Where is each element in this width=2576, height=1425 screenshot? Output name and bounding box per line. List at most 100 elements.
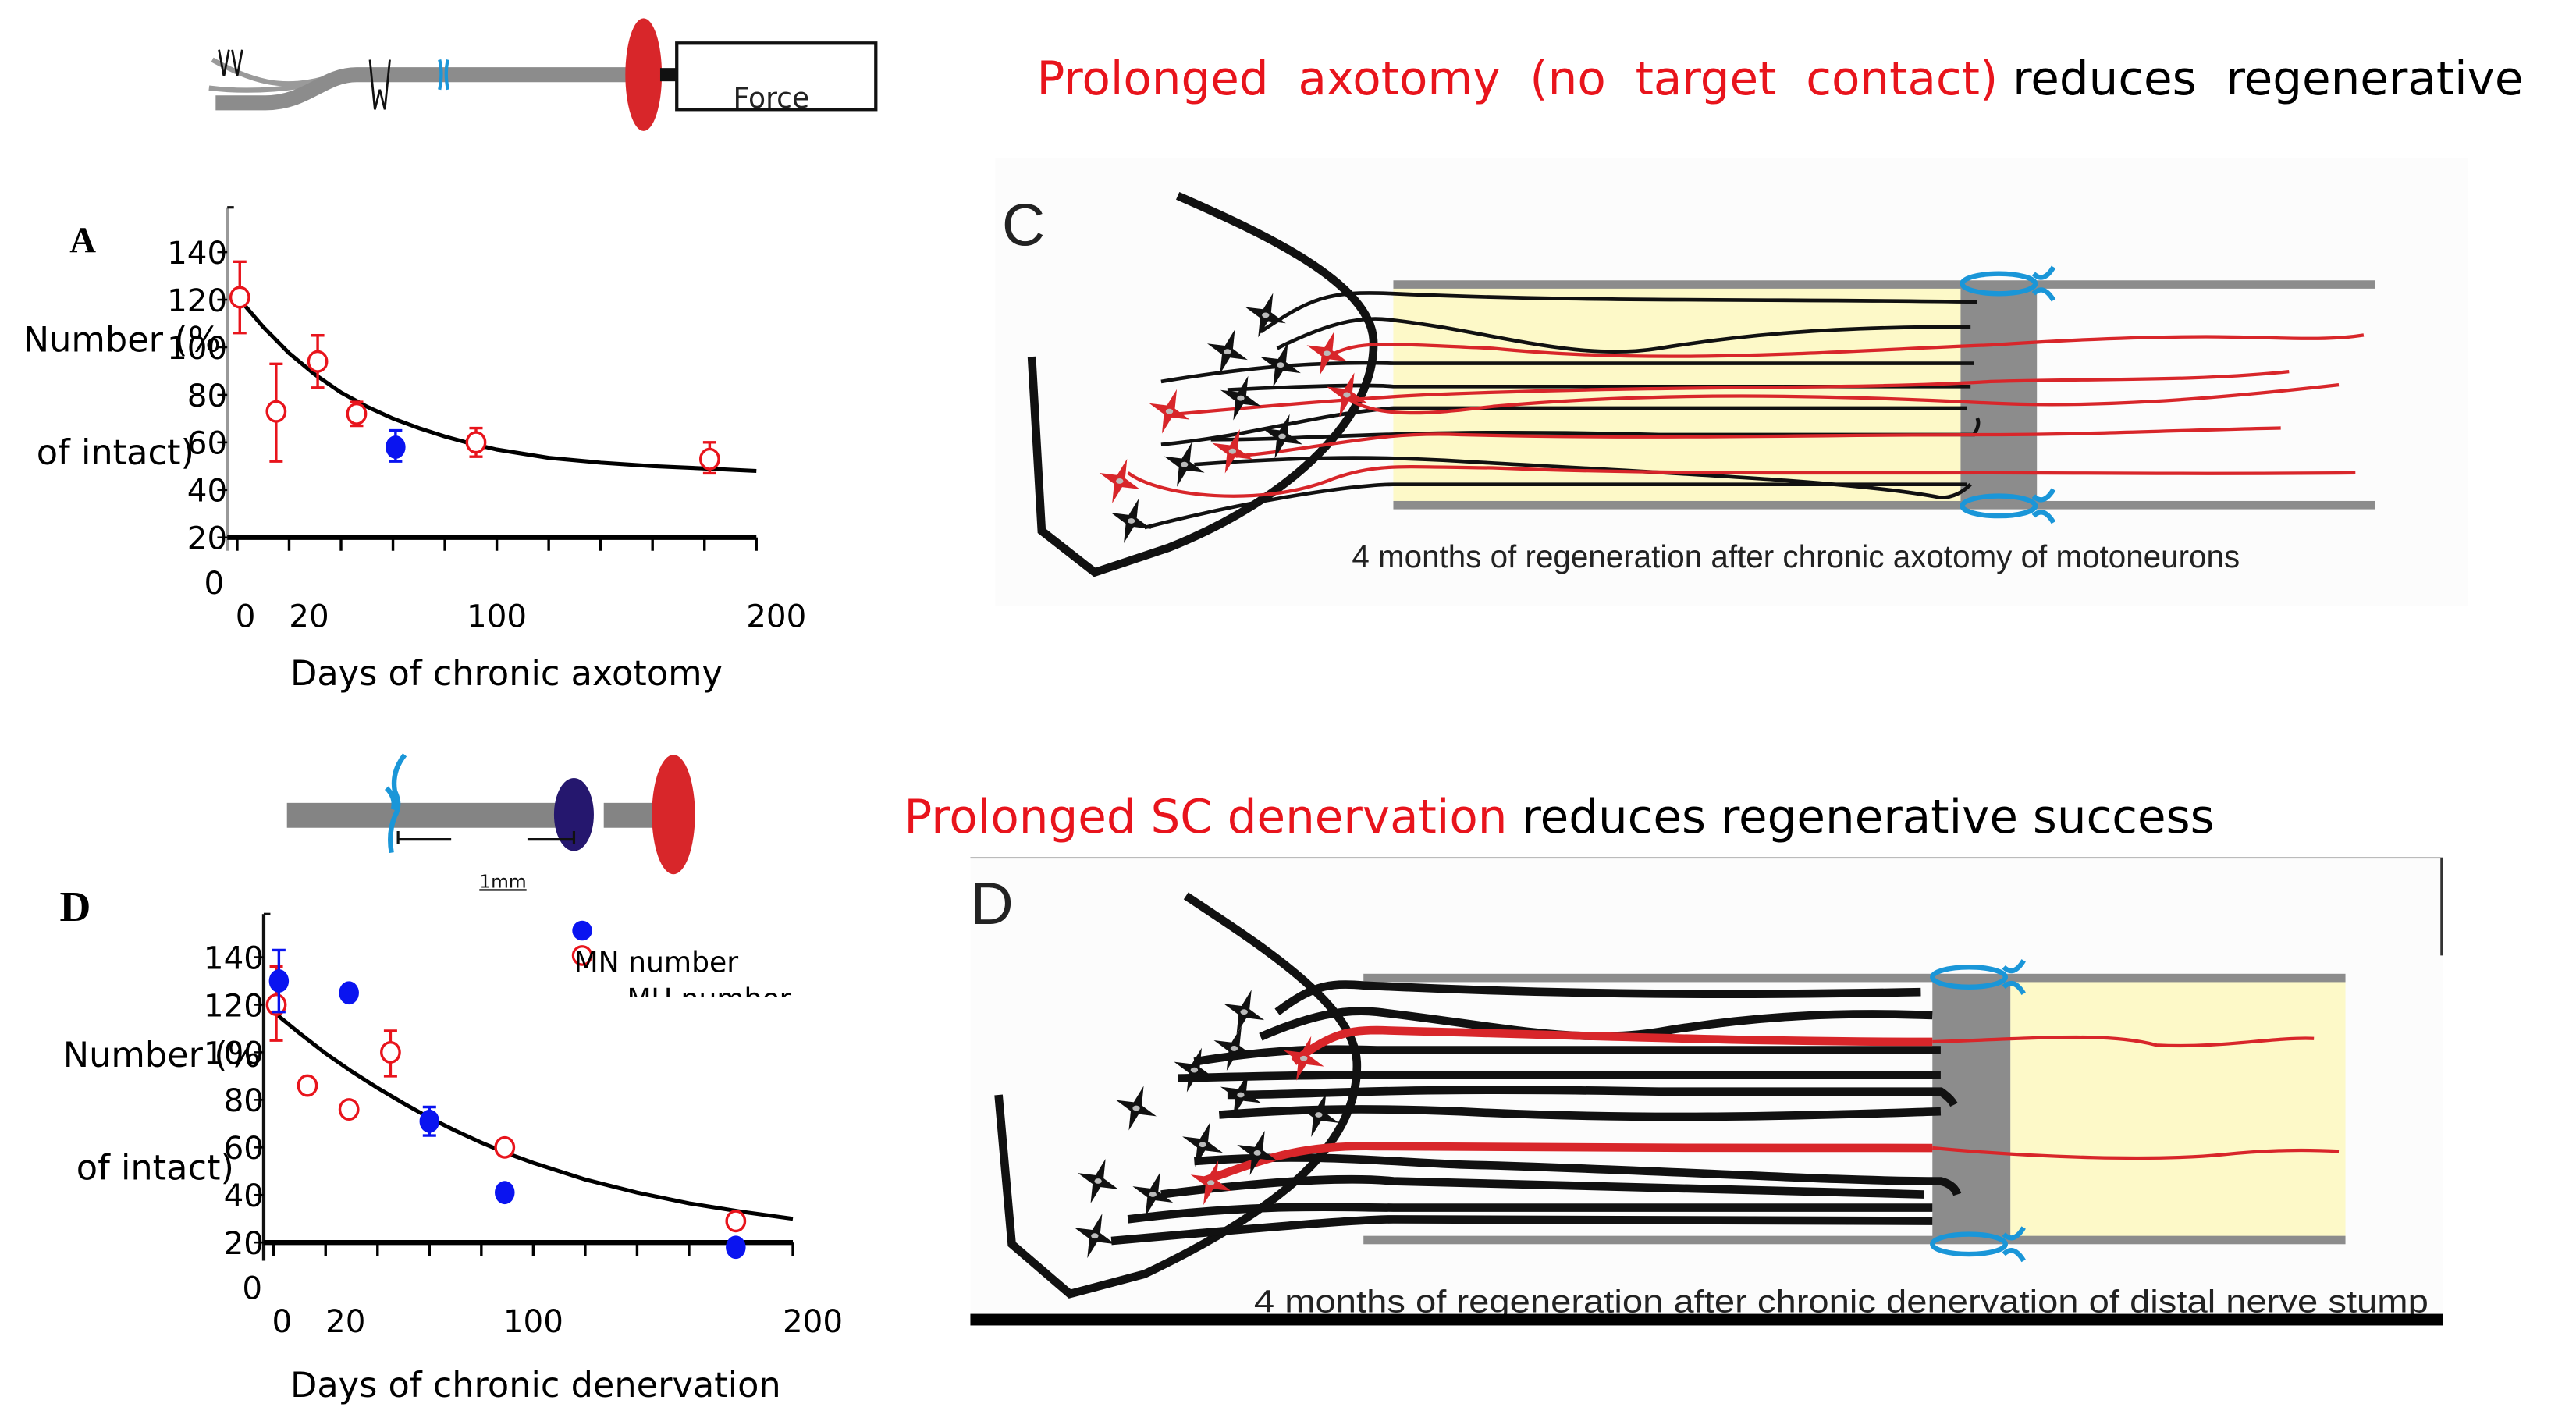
headline-denervation-black: reduces regenerative success xyxy=(1508,791,2215,844)
x-tick-label: 0 xyxy=(272,1303,292,1340)
headline-axotomy-black: reduces regenerative xyxy=(1998,52,2523,106)
nerve-bottom-wall xyxy=(1363,1235,2346,1245)
panel-c-caption: 4 months of regeneration after chronic a… xyxy=(1352,538,2240,574)
y-tick-label: 20 xyxy=(187,521,227,557)
data-point-mn xyxy=(338,1098,360,1121)
y-tick-label: 0 xyxy=(204,565,224,602)
legend-mu-marker xyxy=(572,920,592,941)
data-point-mu xyxy=(268,969,290,993)
scale-bar-label: 1mm xyxy=(479,870,526,892)
chart-d-denervation: D Number (% of intact) Days of chronic d… xyxy=(60,883,844,1405)
chart-d-ylabel-line2: of intact) xyxy=(76,1147,234,1188)
data-point-mu xyxy=(386,435,406,459)
y-tick-label: 60 xyxy=(224,1130,264,1167)
legend-mn-marker xyxy=(571,945,593,966)
neuron-nucleus xyxy=(1323,350,1331,357)
navy-graft-ellipse xyxy=(553,777,594,851)
data-point-mu xyxy=(726,1235,746,1260)
neuron-nucleus xyxy=(1094,1178,1102,1184)
x-tick-label: 100 xyxy=(503,1303,563,1340)
spinal-cord-outline xyxy=(1027,191,1378,577)
neuron-nucleus xyxy=(1228,448,1236,454)
scale-bar xyxy=(396,830,576,844)
motoneurons-c xyxy=(1099,293,1367,543)
y-tick-label: 100 xyxy=(167,330,227,367)
neuron-nucleus xyxy=(1278,433,1286,439)
chart-d-legend: MN number MU number xyxy=(571,920,791,1015)
headline-denervation: Prolonged SC denervation reduces regener… xyxy=(904,791,2214,844)
neuron-nucleus xyxy=(1240,1009,1248,1015)
neuron-nucleus xyxy=(1277,362,1284,368)
distal-stump-yellow-fill xyxy=(2010,979,2346,1239)
chart-a-xlabel: Days of chronic axotomy xyxy=(290,653,723,694)
suture-gray-band-d xyxy=(1932,979,2011,1239)
axons-black-c xyxy=(1144,291,1981,530)
panel-d-diagram: D xyxy=(970,856,2443,1326)
nerve-top-wall xyxy=(1363,973,2346,983)
panel-c-letter: C xyxy=(1002,193,1045,259)
neuron-nucleus xyxy=(1091,1233,1099,1239)
neuron-nucleus xyxy=(1343,392,1351,398)
y-tick-label: 20 xyxy=(224,1225,264,1262)
neuron-nucleus xyxy=(1199,1142,1206,1148)
muscle-red-ellipse xyxy=(625,18,663,131)
neuron-nucleus xyxy=(1237,395,1245,401)
panel-d-bottom-rule xyxy=(970,1313,2443,1326)
y-tick-label: 120 xyxy=(204,987,264,1024)
legend-mn-label: MN number xyxy=(574,946,738,979)
neuron-nucleus xyxy=(1149,1192,1157,1197)
data-point-mn xyxy=(297,1074,318,1097)
y-tick-label: 100 xyxy=(204,1035,264,1071)
data-point-mn xyxy=(380,1040,401,1064)
ligature-icon-2 xyxy=(368,59,391,110)
chart-a-ylabel-line2: of intact) xyxy=(37,432,194,473)
y-tick-label: 40 xyxy=(224,1178,264,1214)
distal-nerve-segment xyxy=(603,802,660,828)
neuron-nucleus xyxy=(1237,1092,1245,1098)
suture-gray-band xyxy=(1960,285,2038,506)
neuron-nucleus xyxy=(1165,408,1174,414)
top-nerve-schematic: Force xyxy=(208,18,878,131)
proximal-nerve-segment xyxy=(286,802,570,828)
headline-denervation-red: Prolonged SC denervation xyxy=(904,791,1507,844)
clamp-bottom-icon xyxy=(1960,488,2056,524)
data-point-mn xyxy=(346,402,368,425)
y-tick-label: 140 xyxy=(204,940,264,976)
ligature-icon xyxy=(218,49,243,77)
axons-red-c xyxy=(1127,333,2365,498)
x-tick-label: 200 xyxy=(746,599,806,635)
chart-d-xlabel: Days of chronic denervation xyxy=(290,1365,781,1405)
neuron-nucleus xyxy=(1132,1105,1140,1111)
data-point-mn xyxy=(265,993,287,1016)
chart-a-axotomy: A Number (% of intact) Days of chronic a… xyxy=(23,206,806,694)
chart-d-panel-letter: D xyxy=(60,883,91,930)
data-point-mn xyxy=(494,1135,516,1159)
muscle-red-ellipse-2 xyxy=(652,755,695,875)
neuron-nucleus xyxy=(1253,1150,1261,1156)
y-tick-label: 40 xyxy=(187,473,227,510)
panel-d-letter: D xyxy=(970,871,1013,937)
data-point-mu xyxy=(339,981,359,1005)
x-tick-label: 100 xyxy=(467,599,527,635)
stimulation-electrode-icon xyxy=(438,59,449,91)
headline-axotomy-red: Prolonged axotomy (no target contact) xyxy=(1036,52,1998,106)
data-point-mn xyxy=(307,350,329,373)
fit-curve xyxy=(238,298,757,474)
data-point-mn xyxy=(265,400,287,423)
clamp-bottom-icon-d xyxy=(1930,1226,2026,1263)
conduit-top-wall xyxy=(1393,280,2375,289)
clamp-top-icon-d xyxy=(1930,959,2026,996)
nerve-branch-thin-1 xyxy=(211,57,333,87)
neuron-nucleus xyxy=(1180,461,1189,467)
legend-mu-label: MU number xyxy=(627,982,791,1015)
x-tick-label: 200 xyxy=(783,1303,843,1340)
spinal-cord-outline-d xyxy=(994,892,1362,1299)
data-point-mu xyxy=(419,1109,440,1133)
y-tick-label: 80 xyxy=(224,1082,264,1119)
neuron-nucleus xyxy=(1206,1180,1215,1186)
y-tick-label: 140 xyxy=(167,235,227,272)
chart-a-ylabel-line1: Number (% xyxy=(23,320,221,361)
neuron-nucleus xyxy=(1116,478,1124,484)
